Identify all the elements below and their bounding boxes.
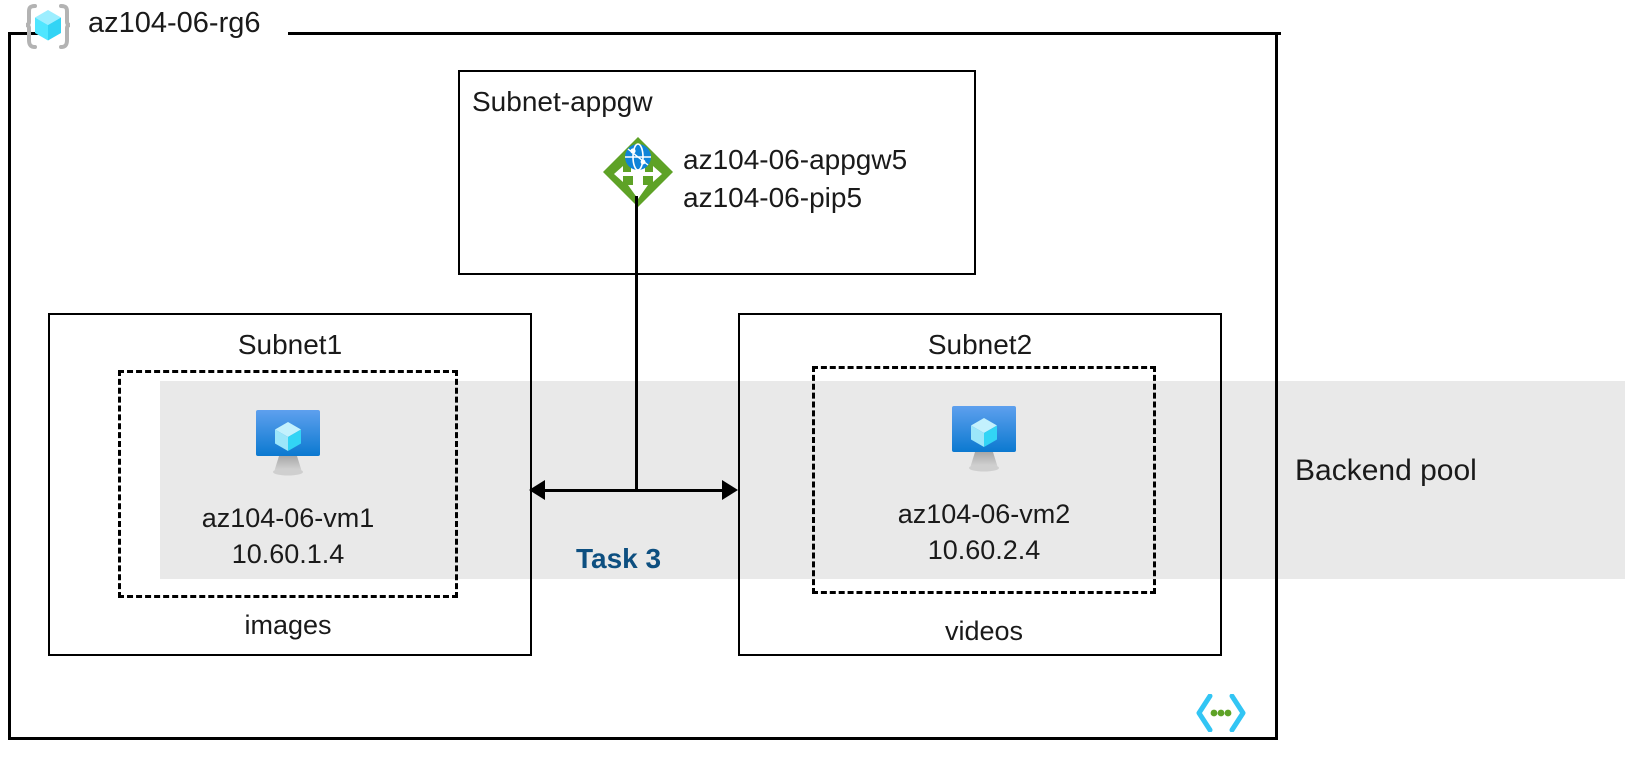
appgw-name: az104-06-appgw5 [683,144,908,175]
subnet-appgw-title: Subnet-appgw [472,86,653,117]
task-3-label: Task 3 [576,543,662,574]
code-snippet-icon [1196,693,1246,733]
pip-name: az104-06-pip5 [683,182,863,213]
subnet1-title: Subnet1 [237,329,343,360]
subnet2-vm-ip: 10.60.2.4 [927,535,1041,565]
subnet2-vm-labels: az104-06-vm2 10.60.2.4 [812,496,1156,568]
appgw-vertical-connector [635,196,638,491]
resource-group-border-top-right [288,32,1281,35]
subnet2-title: Subnet2 [927,329,1033,360]
subnet2-tier-label: videos [944,616,1024,646]
virtual-machine-icon [252,404,324,480]
resource-group-title: az104-06-rg6 [88,7,261,39]
resource-group-container [8,32,1278,740]
subnet1-tier-label: images [244,610,332,640]
backend-pool-band [160,381,1625,579]
subnet2-nic-boundary [812,366,1156,594]
arrow-head-right-icon [722,480,738,500]
subnet2-container [738,313,1222,656]
subnet1-nic-boundary [118,370,458,598]
application-gateway-icon [600,134,676,210]
subnet1-vm-ip: 10.60.1.4 [231,539,345,569]
subnet2-vm-name: az104-06-vm2 [897,499,1071,529]
resource-group-cube-icon [22,2,74,54]
subnet1-vm-name: az104-06-vm1 [201,503,375,533]
subnet1-container [48,313,532,656]
backend-pool-label: Backend pool [1295,454,1477,487]
subnet1-vm-labels: az104-06-vm1 10.60.1.4 [118,500,458,572]
virtual-machine-icon [948,400,1020,476]
arrow-head-left-icon [529,480,545,500]
subnet-horizontal-connector [535,489,735,492]
appgw-resource-labels: az104-06-appgw5 az104-06-pip5 [683,141,907,217]
subnet-appgw-container [458,70,976,275]
